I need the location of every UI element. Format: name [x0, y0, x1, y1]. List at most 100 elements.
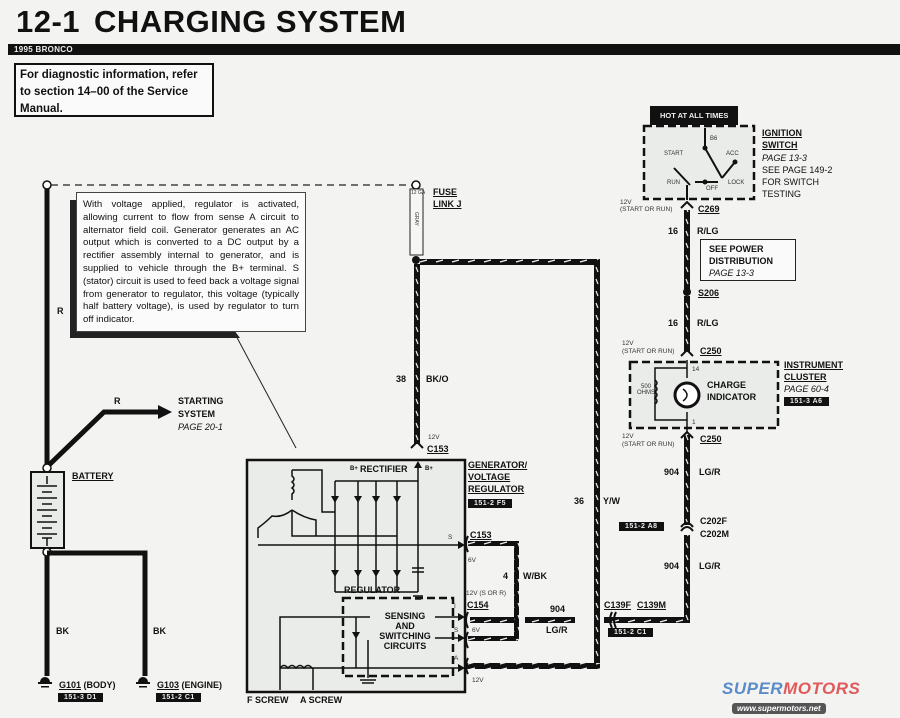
ignition-switch-note-1: FOR SWITCH	[762, 177, 819, 187]
generator-title-1: GENERATOR/	[468, 460, 528, 470]
switch-pos-b6: B6	[710, 136, 718, 142]
generator-title-3: REGULATOR	[468, 484, 525, 494]
watermark-url: www.supermotors.net	[732, 703, 826, 714]
connector-c202f: C202F	[700, 516, 728, 526]
battery-label: BATTERY	[72, 471, 114, 481]
wire-color-lgr-b: LG/R	[699, 467, 721, 477]
starting-system-label-2: SYSTEM	[178, 409, 216, 419]
c154-voltage: 12V (S OR R)	[466, 590, 507, 597]
regulator-box	[341, 596, 455, 678]
terminal-s2: S	[454, 627, 459, 634]
ground-wire-g101: BK	[56, 626, 69, 636]
wire-color-r: R	[57, 306, 64, 316]
fuse-link-label-1: FUSE	[433, 187, 458, 197]
c139-ref: 151-2 C1	[608, 628, 653, 637]
wire-color-rlg-b: R/LG	[697, 318, 719, 328]
wire-starting	[47, 409, 160, 467]
c269-volt-1: 12V	[620, 199, 632, 206]
c153-s-voltage: 6V	[468, 557, 476, 564]
c153-top-voltage: 12V	[428, 434, 440, 441]
wire-color-yw: Y/W	[603, 496, 620, 506]
terminal-s: S	[448, 534, 453, 541]
ignition-switch-see-page: SEE PAGE 149-2	[762, 165, 833, 175]
bplus-right: B+	[425, 466, 433, 472]
wire-circuit-16-a: 16	[668, 226, 679, 236]
switch-pos-run: RUN	[667, 180, 680, 186]
ignition-switch-title-1: IGNITION	[762, 128, 802, 138]
connector-c139f: C139F	[604, 600, 632, 610]
wire-color-lgr-c: LG/R	[699, 561, 721, 571]
wire-circuit-904-c: 904	[664, 561, 680, 571]
connector-c250-top: C250	[700, 346, 722, 356]
switch-pos-lock: LOCK	[728, 180, 745, 186]
pin-14: 14	[692, 366, 700, 373]
f-screw-label: F SCREW	[247, 695, 289, 705]
instrument-cluster-page: PAGE 60-4	[784, 384, 829, 394]
splice-s206: S206	[698, 288, 720, 298]
wire-color-lgr-a: LG/R	[546, 625, 568, 635]
wire-circuit-16-b: 16	[668, 318, 679, 328]
wire-circuit-904-b: 904	[664, 467, 680, 477]
wire-circuit-36: 36	[574, 496, 585, 506]
connector-c250-bot: C250	[700, 434, 722, 444]
pin-1: 1	[692, 419, 696, 426]
c250-top-volt-2: (START OR RUN)	[622, 348, 675, 355]
ground-g101: G101 (BODY)	[59, 680, 116, 690]
wire-38	[414, 264, 420, 444]
fuse-gauge: 12 GA	[411, 190, 426, 196]
terminal-a: A	[454, 655, 459, 662]
supermotors-watermark: SUPERMOTORS www.supermotors.net	[722, 680, 860, 716]
wire-circuit-38: 38	[396, 374, 407, 384]
charge-indicator-1: CHARGE	[707, 380, 747, 390]
c250-bot-volt-2: (START OR RUN)	[622, 441, 675, 448]
wire-36	[594, 259, 600, 669]
wire-color-wbk: W/BK	[523, 571, 547, 581]
c250-top-volt-1: 12V	[622, 340, 634, 347]
connector-c153-s: C153	[470, 530, 492, 540]
ignition-switch-page: PAGE 13-3	[762, 153, 807, 163]
bplus-left: B+	[350, 466, 358, 472]
a-voltage: 12V	[472, 677, 484, 684]
ground-g103: G103 (ENGINE)	[157, 680, 223, 690]
wire-color-bko: BK/O	[426, 374, 449, 384]
generator-ref: 151-2 F5	[468, 499, 513, 508]
c269-volt-2: (START OR RUN)	[620, 206, 673, 213]
switch-pos-off: OFF	[706, 186, 718, 192]
starting-system-page: PAGE 20-1	[178, 422, 223, 432]
connector-c154: C154	[467, 600, 489, 610]
arrow-starting	[158, 405, 172, 419]
power-distribution-box: SEE POWER DISTRIBUTION PAGE 13-3	[700, 239, 796, 281]
ignition-switch-title-2: SWITCH	[762, 140, 798, 150]
c154-s-voltage: 6V	[472, 627, 480, 634]
instrument-cluster-ref: 151-3 A6	[784, 397, 829, 406]
ignition-switch-note-2: TESTING	[762, 189, 802, 199]
starting-wire-color: R	[114, 396, 121, 406]
ground-g103-ref: 151-2 C1	[156, 693, 201, 702]
connector-c139m: C139M	[637, 600, 667, 610]
ground-icon	[38, 677, 150, 688]
hot-at-all-times: HOT AT ALL TIMES	[650, 106, 739, 125]
ignition-switch-box	[642, 124, 756, 201]
switch-pos-start: START	[664, 151, 684, 157]
vehicle-banner: 1995 BRONCO	[8, 44, 900, 55]
charge-indicator-2: INDICATOR	[707, 392, 757, 402]
wire-color-rlg-a: R/LG	[697, 226, 719, 236]
c250-bot-volt-1: 12V	[622, 433, 634, 440]
c202-ref: 151-2 A8	[619, 522, 664, 531]
ground-wire-g103: BK	[153, 626, 166, 636]
terminal-i: I	[454, 603, 456, 610]
generator-title-2: VOLTAGE	[468, 472, 511, 482]
watermark-brand: SUPERMOTORS	[722, 679, 861, 698]
fuse-color: GRAY	[413, 212, 419, 226]
switch-pos-acc: ACC	[726, 151, 739, 157]
wire-circuit-904-a: 904	[550, 604, 566, 614]
ground-g101-ref: 151-3 D1	[58, 693, 103, 702]
diagnostic-note: For diagnostic information, refer to sec…	[14, 63, 214, 117]
regulator-label: REGULATOR	[344, 585, 401, 595]
vehicle-label: 1995 BRONCO	[14, 45, 73, 54]
wire-36-top	[420, 259, 600, 265]
wire-circuit-4: 4	[503, 571, 509, 581]
